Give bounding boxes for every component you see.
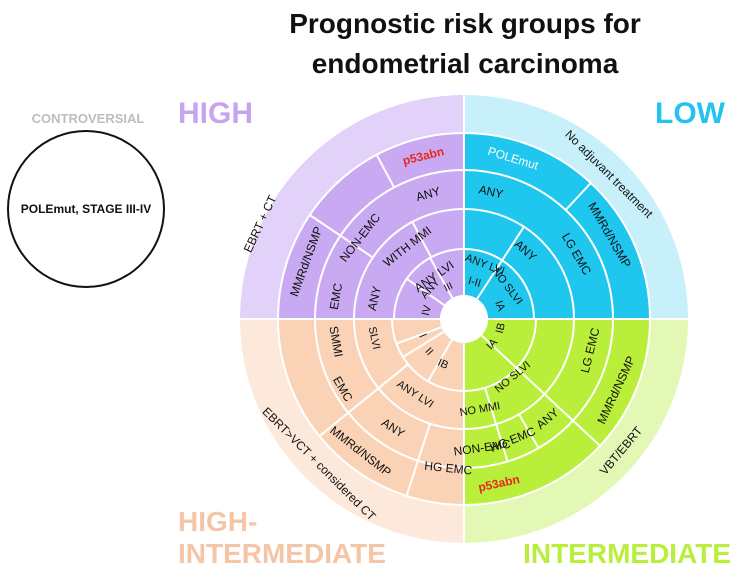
high-outer-band — [240, 95, 464, 319]
sector-divider — [406, 278, 445, 307]
intermediate-outer-band — [464, 319, 688, 543]
low-group-label: LOW — [655, 97, 725, 130]
controversial-circle: POLEmut, STAGE III-IV — [7, 130, 165, 288]
ring-divider — [463, 318, 651, 506]
sector-divider — [375, 154, 395, 188]
high-emc-label: EMC — [327, 282, 345, 311]
high-intermediate-sector — [278, 319, 464, 505]
ring-divider — [277, 318, 465, 506]
ring-divider — [463, 169, 614, 320]
int-ib-label: IB — [494, 322, 508, 335]
ring-divider — [463, 132, 651, 320]
controversial-text: POLEmut, STAGE III-IV — [20, 202, 152, 216]
low-sector — [464, 133, 650, 319]
ring-divider — [463, 248, 535, 320]
intermediate-sector — [464, 319, 650, 505]
low-any-1-label: ANY — [477, 182, 504, 201]
sector-divider — [318, 363, 409, 437]
sector-divider — [402, 330, 445, 359]
sector-divider — [480, 334, 601, 447]
ring-divider — [463, 318, 575, 430]
low-ia-label: IA — [492, 299, 507, 313]
sector-divider — [429, 257, 454, 299]
sector-divider — [518, 413, 540, 449]
ring-divider — [463, 318, 537, 392]
sector-divider — [396, 326, 442, 345]
low-i-ii-label: I-II — [467, 275, 483, 290]
ring-divider — [353, 318, 465, 430]
ring-divider — [277, 132, 465, 320]
high-group-label: HIGH — [178, 97, 253, 130]
low-outer-band — [464, 95, 688, 319]
high-intermediate-group-label: HIGH- INTERMEDIATE — [178, 506, 386, 569]
controversial-label: CONTROVERSIAL — [31, 111, 145, 126]
high-iv-label: IV — [420, 303, 434, 316]
hi-i-label: I — [416, 332, 428, 339]
ring-divider — [463, 208, 575, 320]
sector-divider — [427, 339, 453, 382]
ring-divider — [463, 318, 614, 469]
high-sector — [278, 133, 464, 319]
high-any-1-label: ANY — [414, 184, 442, 204]
diagram-title: Prognostic risk groups for endometrial c… — [289, 8, 641, 79]
high-intermediate-outer-band — [240, 319, 464, 543]
sector-divider — [476, 226, 525, 300]
sector-divider — [309, 214, 374, 259]
sector-divider — [411, 221, 433, 258]
center-hub — [440, 295, 488, 343]
ring-divider — [393, 248, 465, 320]
high-any-2-label: ANY — [365, 285, 384, 312]
ring-divider — [353, 208, 465, 320]
ring-divider — [391, 318, 465, 392]
hi-ib-label: IB — [436, 357, 451, 372]
sector-divider — [484, 387, 509, 462]
ring-divider — [314, 169, 465, 320]
sector-divider — [405, 423, 431, 497]
hi-smmi-label: SMMI — [326, 325, 345, 358]
hi-slvi-label: SLVI — [366, 326, 383, 351]
intermediate-group-label: INTERMEDIATE — [523, 538, 731, 569]
sector-divider — [564, 182, 592, 211]
hi-hg-emc-label: HG EMC — [424, 459, 474, 478]
ring-divider — [314, 318, 465, 469]
